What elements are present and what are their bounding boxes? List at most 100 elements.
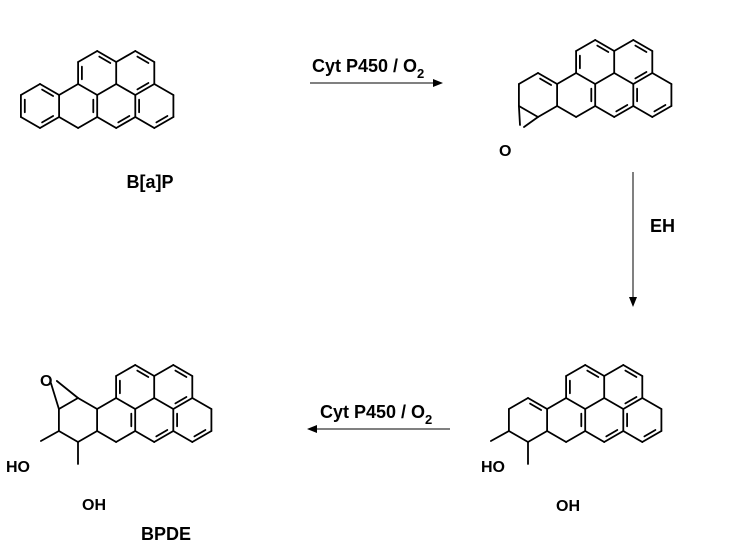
bond xyxy=(134,364,156,377)
double-bond xyxy=(136,369,150,378)
double-bond xyxy=(117,115,131,124)
bond xyxy=(565,364,587,377)
bond xyxy=(603,364,625,377)
double-bond xyxy=(136,82,150,91)
bond xyxy=(546,397,567,410)
bond xyxy=(77,50,99,63)
bond xyxy=(153,364,175,377)
bond xyxy=(556,72,577,85)
double-bond xyxy=(653,104,667,113)
double-bond xyxy=(634,71,648,80)
epoxide-bond xyxy=(56,380,79,399)
bond xyxy=(58,83,79,96)
double-bond xyxy=(174,369,188,378)
bond xyxy=(39,83,60,96)
bond xyxy=(575,105,597,118)
bond xyxy=(613,105,635,118)
bond xyxy=(134,430,156,443)
epoxide-bond xyxy=(518,105,521,126)
bond xyxy=(632,39,654,52)
bond xyxy=(632,72,654,85)
benzo-a-pyrene-structure xyxy=(19,50,175,129)
bond xyxy=(546,430,567,443)
bond xyxy=(77,397,98,410)
bond xyxy=(96,50,118,63)
double-bond xyxy=(586,369,600,378)
bond xyxy=(622,430,644,443)
bpde-oxygen: O xyxy=(40,373,52,390)
step3-reagent-label: Cyt P450 / O2 xyxy=(320,402,432,427)
bond xyxy=(575,39,597,52)
bond xyxy=(632,105,654,118)
bond xyxy=(96,116,118,129)
bond xyxy=(19,116,41,129)
oh-bond xyxy=(40,430,60,442)
bond xyxy=(58,397,79,410)
bond xyxy=(507,430,529,443)
bond xyxy=(584,430,606,443)
bond xyxy=(96,83,118,96)
epoxide-structure xyxy=(518,39,673,128)
double-bond xyxy=(624,369,638,378)
double-bond xyxy=(155,429,169,438)
bond xyxy=(651,72,673,85)
double-bond xyxy=(624,396,638,405)
bond xyxy=(594,72,616,85)
bond xyxy=(77,430,98,443)
bond xyxy=(613,72,635,85)
bpde-oh-label: OH xyxy=(82,497,106,514)
bond xyxy=(527,430,548,443)
bond xyxy=(96,430,117,443)
bond xyxy=(565,397,587,410)
double-bond xyxy=(539,77,552,86)
bond xyxy=(58,430,79,443)
double-bond xyxy=(529,402,542,411)
bond xyxy=(115,364,137,377)
epoxide-bond xyxy=(523,116,539,128)
step2-reagent-label: EH xyxy=(650,216,675,236)
bond xyxy=(191,397,213,410)
diol-oh-label: OH xyxy=(556,498,580,515)
epoxide-oxygen: O xyxy=(499,143,511,160)
bond xyxy=(641,430,663,443)
bond xyxy=(584,364,606,377)
bond xyxy=(153,83,175,96)
bond xyxy=(603,397,625,410)
bpde-ho-label: HO xyxy=(6,459,30,476)
double-bond xyxy=(634,44,648,53)
bond xyxy=(134,50,156,63)
bond xyxy=(115,50,137,63)
bond xyxy=(537,72,558,85)
bond xyxy=(115,430,137,443)
bond xyxy=(115,116,137,129)
step1-reagent-label: Cyt P450 / O2 xyxy=(312,56,424,81)
double-bond xyxy=(41,88,54,97)
bond xyxy=(153,116,175,129)
bond xyxy=(622,364,644,377)
bap-label: B[a]P xyxy=(126,172,173,192)
bond xyxy=(556,105,577,118)
bond xyxy=(153,430,175,443)
bond xyxy=(172,364,194,377)
bpde-label: BPDE xyxy=(141,524,191,544)
bond xyxy=(115,83,137,96)
double-bond xyxy=(193,429,207,438)
bond xyxy=(651,105,673,118)
bond xyxy=(172,430,194,443)
double-bond xyxy=(41,115,54,124)
double-bond xyxy=(136,55,150,64)
bond xyxy=(115,397,137,410)
bond xyxy=(565,430,587,443)
dihydrodiol-structure xyxy=(489,364,663,465)
bond xyxy=(518,72,539,85)
bond xyxy=(58,116,79,129)
bond xyxy=(77,116,99,129)
diol-ho-label: HO xyxy=(481,459,505,476)
bpde-structure xyxy=(40,364,213,465)
bond xyxy=(172,397,194,410)
bond xyxy=(603,430,625,443)
bond xyxy=(134,83,156,96)
bond xyxy=(19,83,41,96)
double-bond xyxy=(174,396,188,405)
double-bond xyxy=(155,115,169,124)
